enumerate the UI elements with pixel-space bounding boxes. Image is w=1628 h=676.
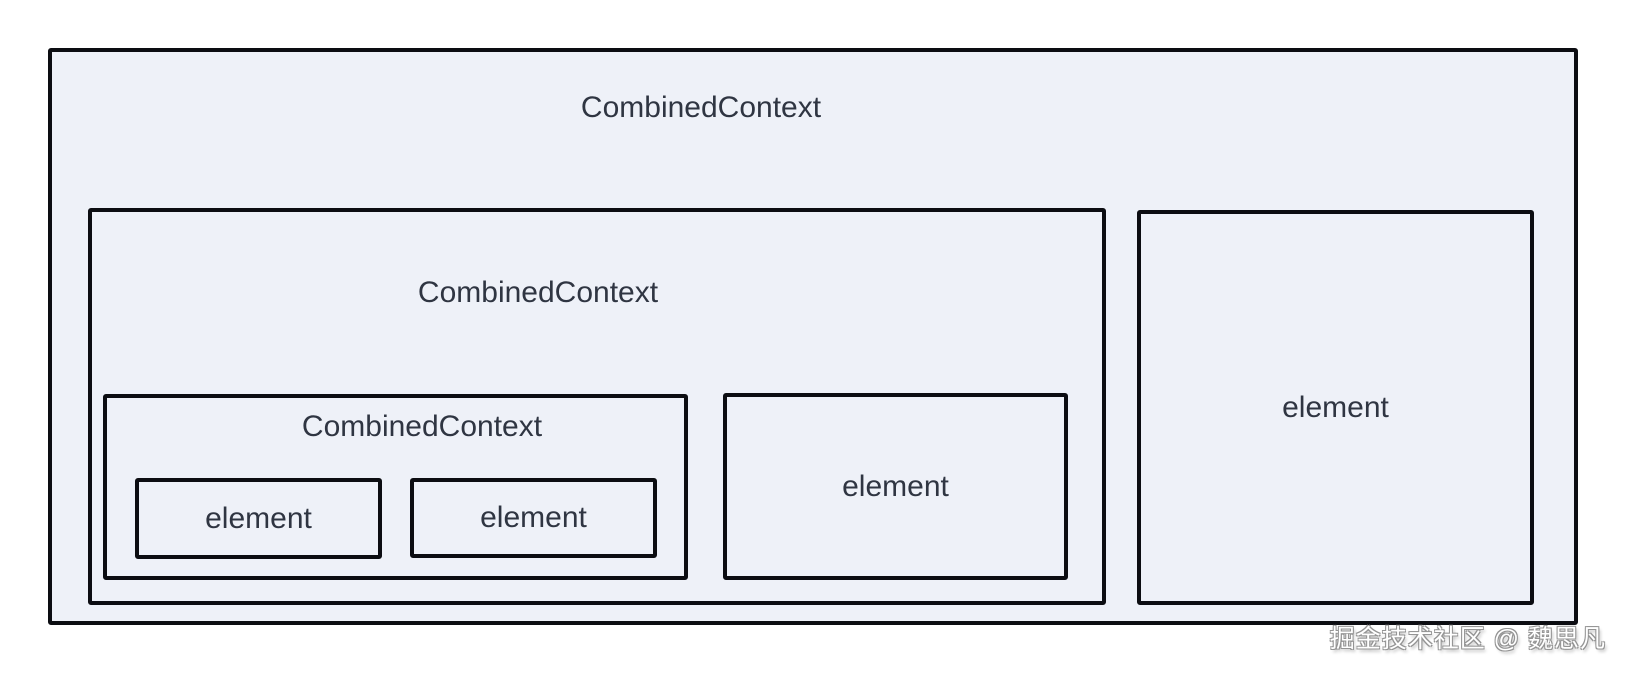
element-label: element	[480, 501, 587, 534]
element-box-outer: element	[1137, 210, 1534, 605]
combined-context-mid-label: CombinedContext	[417, 276, 659, 309]
element-box-inner-2: element	[410, 478, 657, 558]
element-label: element	[205, 501, 312, 535]
watermark-text: 掘金技术社区 @ 魏思凡	[1329, 625, 1606, 653]
element-box-inner-1: element	[135, 478, 382, 559]
combined-context-outer-label: CombinedContext	[580, 91, 822, 124]
element-box-mid: element	[723, 393, 1068, 580]
element-label: element	[842, 469, 949, 503]
element-label: element	[1282, 390, 1389, 424]
combined-context-inner-label: CombinedContext	[301, 410, 543, 443]
